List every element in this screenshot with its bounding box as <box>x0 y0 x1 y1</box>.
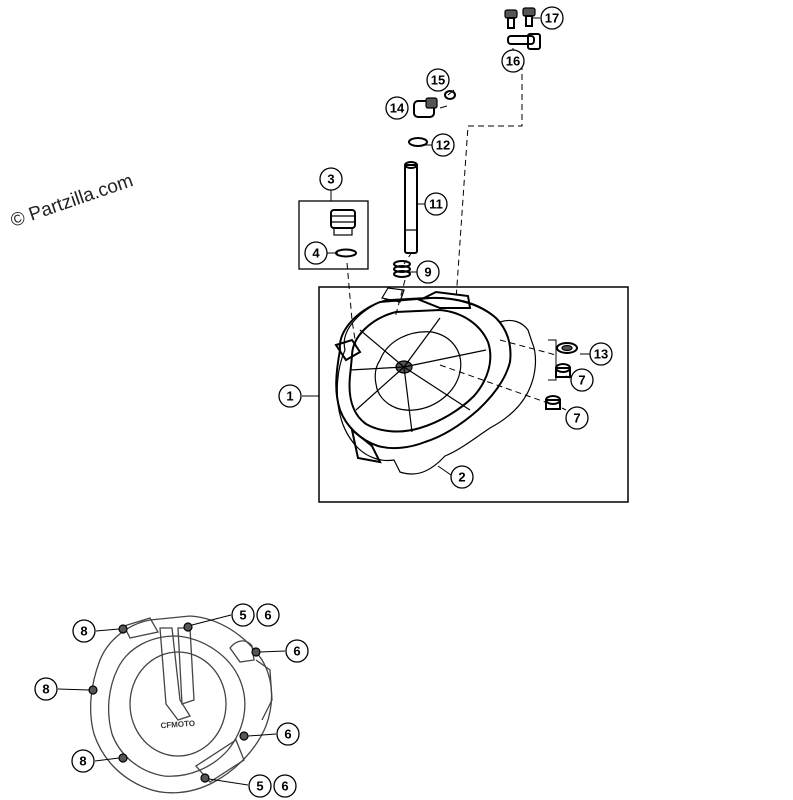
callout-6-bottom: 6 <box>273 774 297 798</box>
callout-1: 1 <box>278 384 302 408</box>
callout-4: 4 <box>304 241 328 265</box>
svg-text:12: 12 <box>436 138 450 153</box>
callout-14: 14 <box>385 96 409 120</box>
callout-8-bottom: 8 <box>71 749 95 773</box>
svg-text:16: 16 <box>506 54 520 69</box>
callout-2: 2 <box>450 465 474 489</box>
svg-text:7: 7 <box>573 411 580 426</box>
svg-text:9: 9 <box>424 265 431 280</box>
svg-text:8: 8 <box>42 682 49 697</box>
cover-logo: CFMOTO <box>160 719 195 730</box>
callout-5-bottom: 5 <box>248 774 272 798</box>
svg-text:8: 8 <box>80 624 87 639</box>
plug-assembly <box>330 209 357 258</box>
svg-text:5: 5 <box>239 608 246 623</box>
callout-8-top: 8 <box>72 619 96 643</box>
callout-13: 13 <box>589 342 613 366</box>
callout-6-top: 6 <box>256 603 280 627</box>
callout-15: 15 <box>426 68 450 92</box>
svg-text:17: 17 <box>545 11 559 26</box>
dowel-pin-upper <box>555 363 571 378</box>
shaft <box>404 161 418 254</box>
svg-text:13: 13 <box>594 347 608 362</box>
callout-11: 11 <box>424 192 448 216</box>
svg-text:3: 3 <box>327 172 334 187</box>
gasket <box>336 296 537 475</box>
svg-text:6: 6 <box>293 644 300 659</box>
svg-text:2: 2 <box>458 470 465 485</box>
callout-6-right: 6 <box>285 639 309 663</box>
guide-lines <box>346 54 557 404</box>
svg-text:6: 6 <box>264 608 271 623</box>
bushing <box>413 97 438 118</box>
assembly-3-frame <box>298 200 369 270</box>
clutch-cover <box>334 287 512 464</box>
svg-text:11: 11 <box>429 197 443 212</box>
installed-cover: CFMOTO <box>88 615 273 794</box>
callout-8-left: 8 <box>34 677 58 701</box>
callout-16: 16 <box>501 49 525 73</box>
callout-6-mid: 6 <box>276 722 300 746</box>
callout-9: 9 <box>416 260 440 284</box>
callout-3: 3 <box>319 167 343 191</box>
callout-7-upper: 7 <box>570 368 594 392</box>
svg-text:7: 7 <box>578 373 585 388</box>
svg-text:14: 14 <box>390 101 405 116</box>
leader-lines-lower <box>57 614 286 786</box>
svg-text:5: 5 <box>256 779 263 794</box>
pipe-fitting <box>507 33 541 50</box>
callout-7-lower: 7 <box>565 406 589 430</box>
callout-17: 17 <box>540 6 564 30</box>
svg-text:6: 6 <box>281 779 288 794</box>
circlip <box>408 137 428 147</box>
svg-text:6: 6 <box>284 727 291 742</box>
svg-text:15: 15 <box>431 73 445 88</box>
seal <box>556 342 578 354</box>
callout-12: 12 <box>431 133 455 157</box>
dowel-pin-lower <box>545 395 561 410</box>
washer <box>444 90 456 100</box>
spring <box>393 260 411 278</box>
callout-5-top: 5 <box>231 603 255 627</box>
assembly-1-frame <box>318 286 629 503</box>
bolts <box>504 7 536 29</box>
svg-text:4: 4 <box>312 246 320 261</box>
svg-text:8: 8 <box>79 754 86 769</box>
svg-text:1: 1 <box>286 389 293 404</box>
